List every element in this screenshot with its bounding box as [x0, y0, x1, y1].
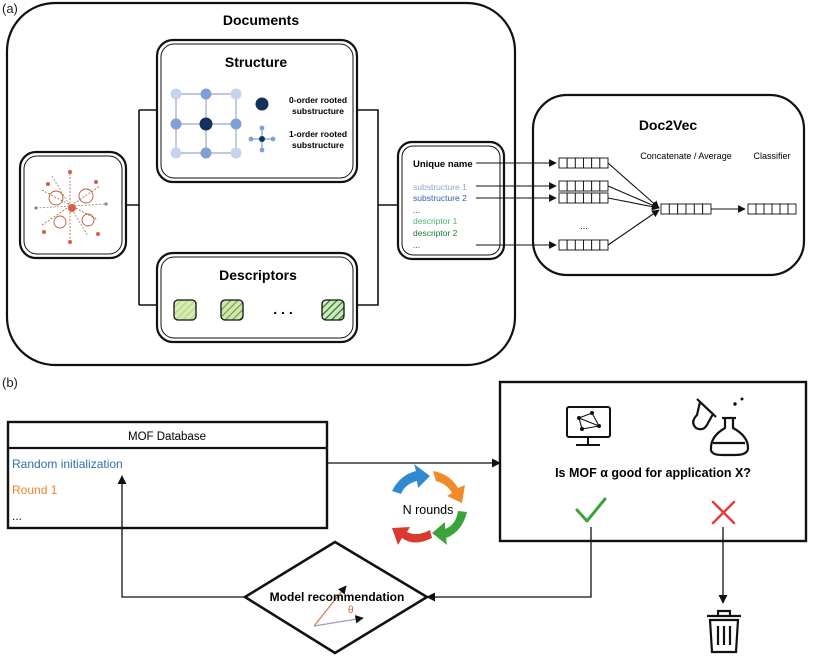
- legend-1-line1: 1-order rooted: [289, 129, 347, 139]
- doc-substructure-2: substructure 2: [413, 193, 467, 203]
- doc-descriptor-2: descriptor 2: [413, 228, 458, 238]
- database-title: MOF Database: [128, 431, 206, 443]
- cross-icon: [711, 500, 736, 525]
- database-row-random-init: Random initialization: [12, 457, 123, 471]
- vector-concatenated: [660, 203, 712, 215]
- doc-substructure-1: substructure 1: [413, 182, 467, 192]
- monitor-network-icon: [566, 406, 611, 446]
- vector-substructure-2: [558, 192, 609, 204]
- vector-substructure-1: [558, 180, 609, 192]
- evaluation-question: Is MOF α good for application X?: [555, 466, 751, 480]
- one-order-node: [248, 125, 276, 153]
- model-recommendation-diamond: θ Model recommendation: [242, 540, 430, 655]
- doc-unique-name: Unique name: [413, 159, 473, 170]
- panel-b-label: (b): [2, 375, 18, 390]
- cycle-label: N rounds: [403, 503, 454, 517]
- legend-1-line2: substructure: [292, 140, 344, 150]
- descriptor-swatch-1: [173, 299, 197, 321]
- molecule-icon: [34, 170, 108, 244]
- mof-database: MOF Database Random initialization Round…: [6, 420, 329, 530]
- descriptors-box: Descriptors . . .: [155, 251, 359, 344]
- descriptors-title: Descriptors: [219, 267, 297, 283]
- model-label: Model recommendation: [270, 590, 405, 604]
- lattice-graph: [170, 88, 242, 159]
- legend-0-line2: substructure: [292, 106, 344, 116]
- panel-a-label: (a): [2, 1, 18, 16]
- vector-ellipsis: ...: [580, 221, 588, 231]
- vector-unique-name: [558, 157, 609, 169]
- database-row-ellipsis: ...: [12, 509, 22, 523]
- doc-ellipsis-1: ...: [413, 205, 420, 215]
- input-arrows: [476, 159, 557, 249]
- doc-ellipsis-2: ...: [413, 240, 420, 250]
- database-row-round-1: Round 1: [12, 483, 58, 497]
- document-list-box: Unique name substructure 1 substructure …: [396, 140, 506, 261]
- documents-box: [5, 1, 517, 367]
- checkmark-icon: [575, 497, 607, 523]
- cycle-arrows-icon: [392, 464, 467, 545]
- concat-label: Concatenate / Average: [640, 151, 731, 161]
- good-to-model-arrow: [426, 527, 592, 602]
- trash-icon: [707, 609, 741, 654]
- legend-0-line1: 0-order rooted: [289, 95, 347, 105]
- theta-label: θ: [348, 605, 354, 616]
- mof-molecule-box: [18, 150, 128, 260]
- flask-icon: [692, 397, 750, 457]
- vector-last: [558, 239, 609, 251]
- doc-descriptor-1: descriptor 1: [413, 216, 458, 226]
- vector-classifier: [747, 203, 797, 215]
- structure-box: Structure 0-order rooted: [155, 38, 359, 184]
- zero-order-node: [255, 97, 269, 111]
- model-to-database-arrow: [117, 475, 245, 598]
- documents-title: Documents: [223, 12, 299, 28]
- doc2vec-title: Doc2Vec: [639, 117, 698, 133]
- structure-title: Structure: [225, 54, 287, 70]
- embedding-vectors: [558, 157, 797, 251]
- descriptor-swatch-2: [220, 299, 244, 321]
- descriptor-swatch-3: [321, 299, 345, 321]
- descriptor-ellipsis: . . .: [273, 301, 292, 317]
- evaluation-box: Is MOF α good for application X?: [498, 380, 808, 543]
- tree-connectors: [126, 109, 399, 306]
- doc2vec-box: Doc2Vec Concatenate / Average Classifier…: [531, 93, 806, 277]
- classifier-label: Classifier: [753, 151, 790, 161]
